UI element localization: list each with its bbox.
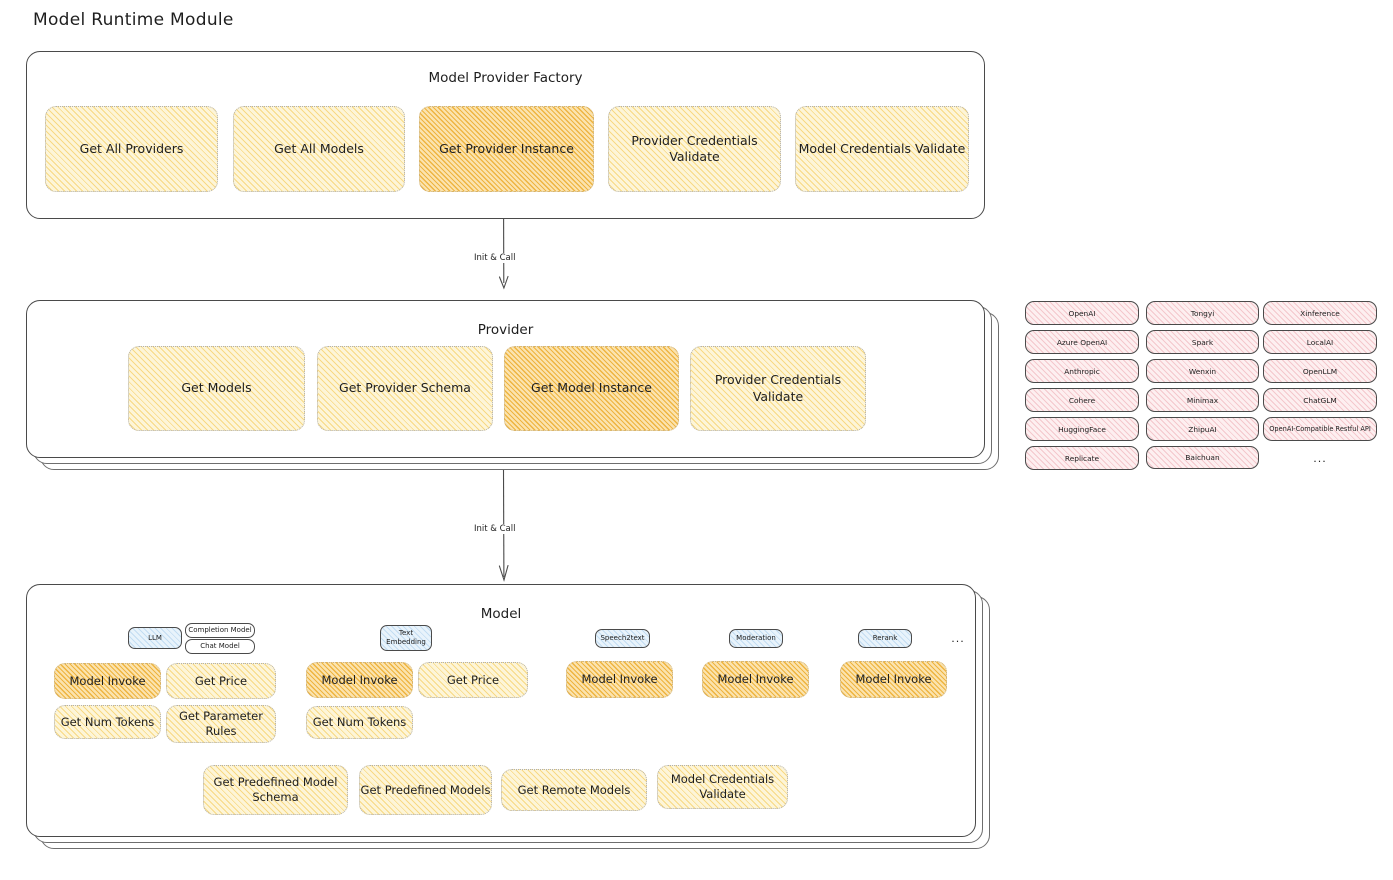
arrow-label-init-call-1: Init & Call — [471, 253, 519, 263]
llm-method-get-num-tokens[interactable]: Get Num Tokens — [54, 705, 161, 739]
provider-pill-cohere[interactable]: Cohere — [1025, 388, 1139, 412]
provider-list-ellipsis: ... — [1313, 452, 1327, 465]
model-type-badge-rerank[interactable]: Rerank — [858, 629, 912, 648]
model-sub-badge-chat-model[interactable]: Chat Model — [185, 639, 255, 654]
provider-pill-minimax[interactable]: Minimax — [1146, 388, 1259, 412]
provider-pill-zhipuai[interactable]: ZhipuAI — [1146, 417, 1259, 441]
arrow-provider-to-model — [498, 469, 509, 582]
model-common-method-get-predefined-models[interactable]: Get Predefined Models — [359, 765, 492, 815]
factory-method-get-provider-instance[interactable]: Get Provider Instance — [419, 106, 594, 192]
text-embedding-method-model-invoke[interactable]: Model Invoke — [306, 662, 413, 698]
text-embedding-method-get-num-tokens[interactable]: Get Num Tokens — [306, 706, 413, 739]
arrow-factory-to-provider — [498, 218, 509, 290]
provider-method-get-model-instance[interactable]: Get Model Instance — [504, 346, 679, 431]
provider-pill-tongyi[interactable]: Tongyi — [1146, 301, 1259, 325]
model-types-ellipsis: ... — [951, 632, 965, 645]
speech2text-method-model-invoke[interactable]: Model Invoke — [566, 661, 673, 698]
model-type-badge-moderation[interactable]: Moderation — [729, 629, 783, 648]
arrow-label-init-call-2: Init & Call — [471, 524, 519, 534]
provider-method-provider-credentials-validate[interactable]: Provider Credentials Validate — [690, 346, 866, 431]
model-common-method-get-predefined-model-schema[interactable]: Get Predefined Model Schema — [203, 765, 348, 815]
provider-pill-openai[interactable]: OpenAI — [1025, 301, 1139, 325]
factory-method-get-all-models[interactable]: Get All Models — [233, 106, 405, 192]
provider-pill-azure-openai[interactable]: Azure OpenAI — [1025, 330, 1139, 354]
model-sub-badge-completion-model[interactable]: Completion Model — [185, 623, 255, 638]
page-title: Model Runtime Module — [33, 10, 234, 30]
factory-method-get-all-providers[interactable]: Get All Providers — [45, 106, 218, 192]
provider-pill-huggingface[interactable]: HuggingFace — [1025, 417, 1139, 441]
model-type-badge-llm[interactable]: LLM — [128, 627, 182, 649]
llm-method-get-price[interactable]: Get Price — [166, 663, 276, 699]
provider-pill-replicate[interactable]: Replicate — [1025, 446, 1139, 470]
provider-method-get-models[interactable]: Get Models — [128, 346, 305, 431]
llm-method-model-invoke[interactable]: Model Invoke — [54, 663, 161, 699]
factory-method-provider-credentials-validate[interactable]: Provider Credentials Validate — [608, 106, 781, 192]
provider-pill-openllm[interactable]: OpenLLM — [1263, 359, 1377, 383]
text-embedding-method-get-price[interactable]: Get Price — [418, 662, 528, 698]
provider-pill-wenxin[interactable]: Wenxin — [1146, 359, 1259, 383]
provider-title: Provider — [477, 322, 534, 338]
model-type-badge-text-embedding[interactable]: Text Embedding — [380, 625, 432, 651]
provider-pill-spark[interactable]: Spark — [1146, 330, 1259, 354]
model-type-badge-speech2text[interactable]: Speech2text — [595, 629, 650, 648]
provider-pill-openai-compatible-restful-api[interactable]: OpenAI-Compatible Restful API — [1263, 417, 1377, 441]
llm-method-get-parameter-rules[interactable]: Get Parameter Rules — [166, 705, 276, 743]
provider-pill-baichuan[interactable]: Baichuan — [1146, 446, 1259, 469]
moderation-method-model-invoke[interactable]: Model Invoke — [702, 661, 809, 698]
provider-pill-anthropic[interactable]: Anthropic — [1025, 359, 1139, 383]
provider-pill-localai[interactable]: LocalAI — [1263, 330, 1377, 354]
model-common-method-model-credentials-validate[interactable]: Model Credentials Validate — [657, 765, 788, 809]
model-provider-factory-title: Model Provider Factory — [428, 70, 583, 86]
provider-pill-xinference[interactable]: Xinference — [1263, 301, 1377, 325]
provider-method-get-provider-schema[interactable]: Get Provider Schema — [317, 346, 493, 431]
model-title: Model — [480, 606, 522, 622]
model-common-method-get-remote-models[interactable]: Get Remote Models — [501, 769, 647, 811]
rerank-method-model-invoke[interactable]: Model Invoke — [840, 661, 947, 698]
factory-method-model-credentials-validate[interactable]: Model Credentials Validate — [795, 106, 969, 192]
provider-pill-chatglm[interactable]: ChatGLM — [1263, 388, 1377, 412]
